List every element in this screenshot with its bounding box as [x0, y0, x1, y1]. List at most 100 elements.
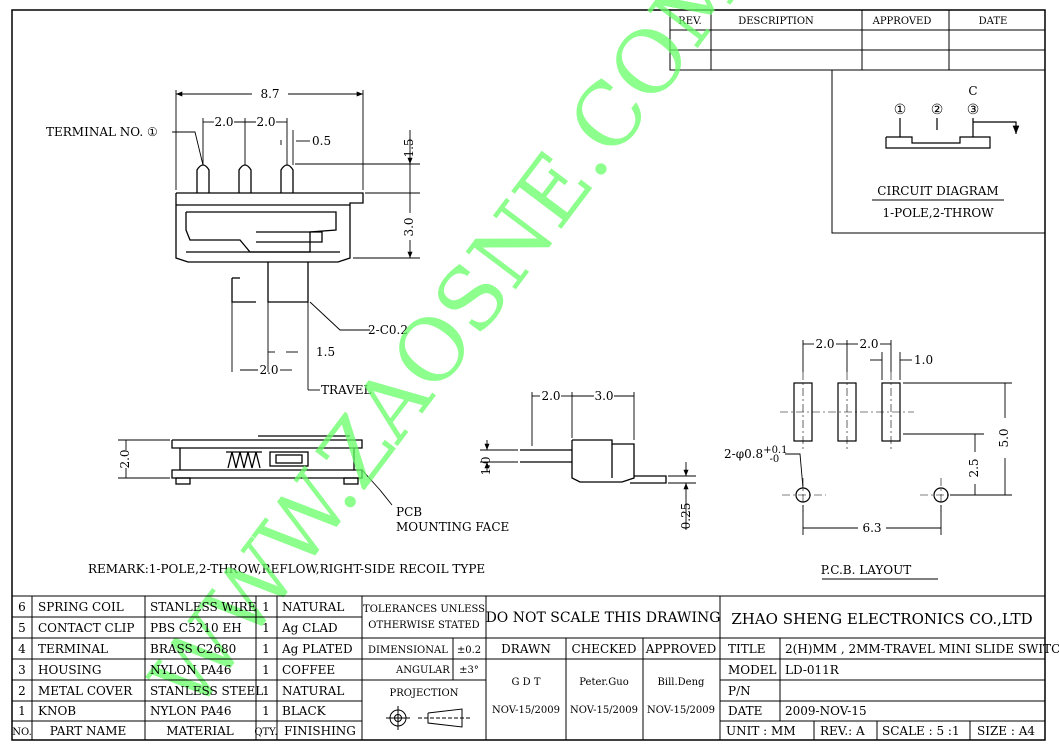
pcb-hole-label: 2-φ0.8+0.1-0 [724, 445, 787, 465]
bom-row-5-qty: 1 [262, 621, 270, 635]
pcb-dim-pitch-b: 2.0 [859, 337, 878, 351]
dim-pin-width: 0.5 [312, 134, 331, 148]
bom-row-5-material: PBS C5210 EH [150, 621, 242, 635]
date-label: DATE [728, 704, 762, 718]
chamfer-label: 2-C0.2 [368, 323, 408, 337]
bom-row-3-finish: COFFEE [282, 663, 335, 677]
pcb-dim-half-height: 2.5 [967, 458, 981, 477]
pcb-layout-pads [793, 382, 949, 503]
signoff-name-checked: Peter.Guo [579, 677, 628, 688]
pcb-layout-title: P.C.B. LAYOUT [821, 563, 912, 577]
bom-row-4-material: BRASS C2680 [150, 642, 236, 656]
outer-frame [11, 9, 1046, 741]
remark-text: REMARK:1-POLE,2-THROW,REFLOW,RIGHT-SIDE … [88, 562, 485, 576]
bom-row-1-part: KNOB [38, 704, 76, 718]
pcb-layout-centerlines [780, 372, 964, 512]
signoff-name-drawn: G D T [511, 677, 540, 688]
bom-row-1-qty: 1 [262, 704, 270, 718]
tolerance-dimensional-value: ±0.2 [457, 645, 481, 656]
projection-label: PROJECTION [390, 688, 459, 699]
bom-row-3-material: NYLON PA46 [150, 663, 231, 677]
circuit-box [831, 70, 1045, 234]
title-block-grid [720, 637, 1045, 740]
bom-header-part: PART NAME [50, 724, 127, 738]
signoff-date-approved: NOV-15/2009 [647, 705, 715, 716]
tolerance-angular-value: ±3° [459, 665, 479, 676]
bottom-view-dimensions [118, 439, 393, 506]
bom-row-4-finish: Ag PLATED [281, 642, 353, 656]
bom-row-3-no: 3 [18, 663, 26, 677]
signoff-date-checked: NOV-15/2009 [570, 705, 638, 716]
signoff-date-drawn: NOV-15/2009 [492, 705, 560, 716]
bom-row-5-finish: Ag CLAD [281, 621, 338, 635]
rev-header-date: DATE [979, 16, 1008, 27]
bom-row-6-material: STANLESS WIRE [150, 600, 256, 614]
front-view-dimensions [172, 90, 420, 391]
side-view-dimensions [480, 392, 696, 530]
dim-pitch-b: 2.0 [256, 115, 275, 129]
dim-height: 3.0 [402, 217, 416, 236]
circuit-common-label: C [968, 84, 977, 98]
do-not-scale-notice: DO NOT SCALE THIS DRAWING [486, 610, 721, 626]
dim-depth: 2.0 [118, 449, 132, 468]
bottom-view-outline [171, 435, 363, 485]
travel-label: TRAVEL [321, 383, 372, 397]
bom-grid [12, 595, 1045, 740]
circuit-pin-1: ① [894, 102, 907, 118]
unit-value: UNIT : MM [726, 724, 796, 738]
tolerance-grid [362, 596, 487, 740]
side-dim-h: 1.0 [479, 456, 493, 475]
date-value: 2009-NOV-15 [785, 704, 867, 718]
pcb-layout-dimensions [785, 340, 1012, 535]
rev-header-rev: REV. [678, 16, 701, 27]
dim-travel: 2.0 [259, 363, 278, 377]
revision-table [669, 9, 1046, 71]
bom-row-6-part: SPRING COIL [38, 600, 124, 614]
pcb-dim-pad-width: 1.0 [914, 353, 933, 367]
bom-row-2-qty: 1 [262, 684, 270, 698]
bom-row-5-part: CONTACT CLIP [38, 621, 135, 635]
bom-row-2-no: 2 [18, 684, 26, 698]
front-view-outline [175, 164, 364, 303]
bom-header-qty: QTY. [254, 727, 277, 738]
circuit-subtitle: 1-POLE,2-THROW [882, 206, 994, 220]
projection-symbol-icon [386, 706, 470, 730]
dim-pitch-a: 2.0 [214, 115, 233, 129]
bom-row-6-qty: 1 [262, 600, 270, 614]
dim-width-8-7: 8.7 [260, 87, 279, 101]
signoff-grid [486, 596, 721, 740]
pcb-dim-pitch-a: 2.0 [815, 337, 834, 351]
model-label: MODEL [728, 663, 777, 677]
dim-pin-height: 1.5 [402, 138, 416, 157]
side-dim-t: 0.25 [679, 503, 693, 530]
bom-row-2-part: METAL COVER [38, 684, 133, 698]
side-dim-b: 3.0 [594, 389, 613, 403]
signoff-name-approved: Bill.Deng [658, 677, 705, 688]
signoff-header-checked: CHECKED [572, 642, 637, 656]
rev-value: REV.: A [820, 724, 865, 738]
bom-row-6-finish: NATURAL [282, 600, 344, 614]
bom-row-2-material: STANLESS STEEL [150, 684, 263, 698]
bom-row-4-no: 4 [18, 642, 26, 656]
bom-row-4-part: TERMINAL [38, 642, 108, 656]
pn-label: P/N [728, 684, 751, 698]
pcb-label: PCB [396, 505, 422, 519]
side-dim-a: 2.0 [541, 389, 560, 403]
title-label: TITLE [728, 642, 765, 656]
terminal-label: TERMINAL NO. ① [46, 125, 158, 139]
pcb-dim-total-height: 5.0 [997, 428, 1011, 447]
bom-row-1-material: NYLON PA46 [150, 704, 231, 718]
bom-header-material: MATERIAL [166, 724, 234, 738]
circuit-diagram [885, 118, 1020, 149]
bom-row-3-part: HOUSING [38, 663, 101, 677]
bom-row-1-no: 1 [18, 704, 26, 718]
circuit-pin-2: ② [931, 102, 944, 118]
scale-value: SCALE : 5 :1 [882, 724, 960, 738]
circuit-title: CIRCUIT DIAGRAM [877, 184, 998, 198]
bom-row-3-qty: 1 [262, 663, 270, 677]
tolerance-title-2: OTHERWISE STATED [368, 620, 479, 631]
dim-knob-width: 1.5 [316, 345, 335, 359]
bom-row-5-no: 5 [18, 621, 26, 635]
mounting-face-label: MOUNTING FACE [396, 520, 509, 534]
